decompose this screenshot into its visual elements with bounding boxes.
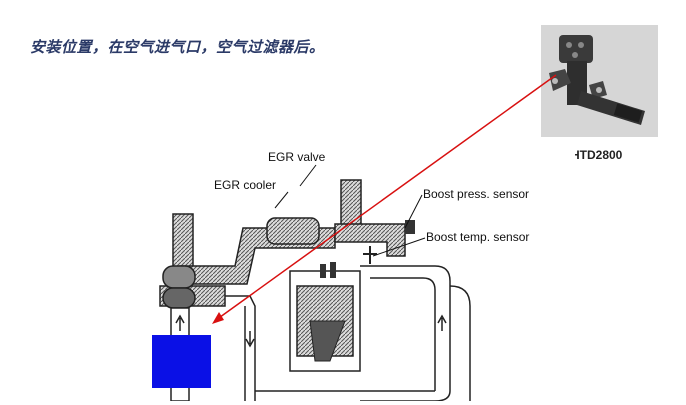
- sensor-illustration: [541, 25, 658, 137]
- sensor-location-pointer-line: [215, 74, 557, 321]
- boost-temp-sensor-label: Boost temp. sensor: [426, 230, 530, 244]
- boost-temp-leader-line: [372, 237, 426, 257]
- egr-valve-leader-line: [299, 164, 317, 187]
- sensor-photo: [541, 25, 658, 137]
- sensor-location-arrowhead: [212, 312, 224, 324]
- boost-press-leader-line: [404, 194, 423, 229]
- egr-valve-label: EGR valve: [268, 150, 326, 164]
- egr-cooler-label: EGR cooler: [214, 178, 277, 192]
- sensor-mount-marker: [152, 335, 211, 388]
- engine-schematic-drawing: [159, 179, 471, 402]
- sensor-model-caption: HTD2800: [571, 148, 623, 162]
- egr-cooler-leader-line: [274, 191, 289, 209]
- boost-press-sensor-label: Boost press. sensor: [423, 187, 530, 201]
- page-heading: 安装位置，在空气进气口，空气过滤器后。: [30, 38, 325, 56]
